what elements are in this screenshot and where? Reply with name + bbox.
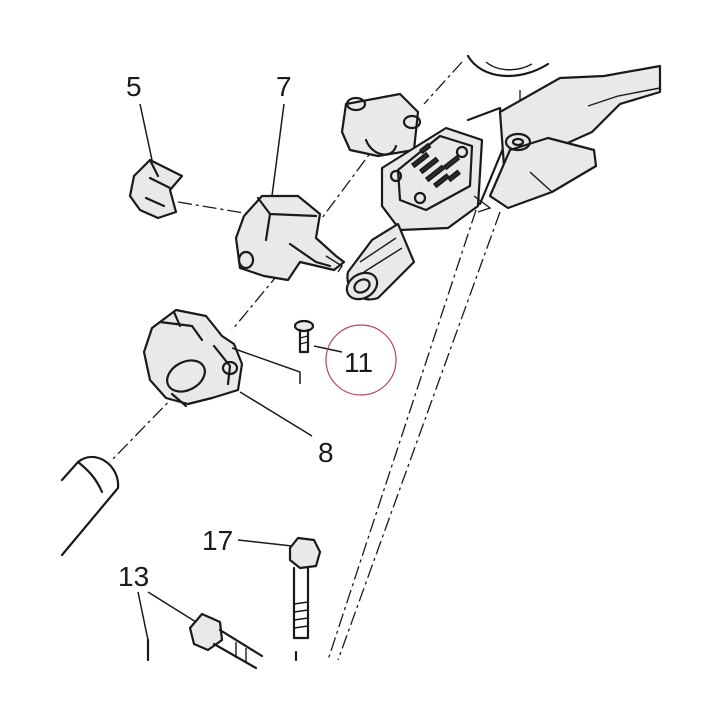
leader-8 [239,391,313,437]
leader-part-11-axis [231,347,301,384]
callout-5: 5 [126,71,142,102]
callout-13: 13 [118,561,149,592]
axis-part5-to-part7 [177,201,251,215]
axis-bolt-long-2 [337,211,501,661]
highlight-circle-11 [325,324,397,396]
callout-labels: 5 7 11 8 17 13 [118,71,373,592]
brake-lever [488,64,662,210]
label-plate-markings [410,142,461,189]
axis-bolt-long-1 [327,209,477,661]
part-5-bushing [128,158,184,220]
master-cylinder [340,54,550,301]
part-8-switch-housing [142,308,244,408]
axis-clamp-upper [321,139,381,219]
leader-17 [237,539,293,547]
assembly-axes [109,61,521,661]
leader-13b [137,591,149,641]
callout-7: 7 [276,71,292,102]
bottom-stubs [146,638,298,662]
leader-7 [271,103,285,197]
callout-17: 17 [202,525,233,556]
axis-part8-to-bar [109,389,181,463]
axis-reservoir-top [423,61,463,105]
leader-5 [139,103,153,161]
part-13-bolt [188,612,264,670]
part-7-switch-housing [234,194,346,282]
leader-lines [137,103,343,641]
part-11-screw [231,319,315,384]
handlebar-tube [60,455,120,557]
axis-part7-to-part8 [231,271,281,331]
part-17-bolt [288,536,322,640]
callout-8: 8 [318,437,334,468]
leader-13a [147,591,197,623]
callout-11: 11 [344,347,373,378]
